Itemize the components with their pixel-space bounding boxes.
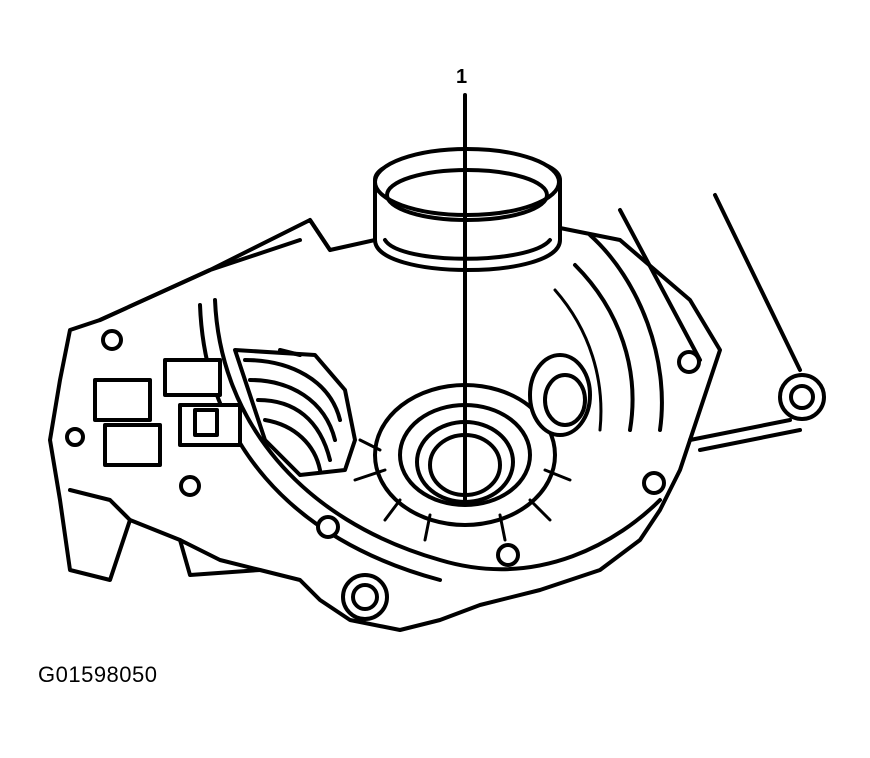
bolt-holes bbox=[65, 329, 826, 621]
mount-hole-icon bbox=[789, 384, 815, 410]
bolt-hole-icon bbox=[179, 475, 201, 497]
seal-ring bbox=[373, 147, 562, 272]
bolt-hole-icon bbox=[316, 515, 340, 539]
bolt-hole-icon bbox=[642, 471, 666, 495]
mount-hole-icon bbox=[351, 583, 379, 611]
callout-number: 1 bbox=[456, 66, 468, 88]
drive-gear bbox=[233, 348, 357, 477]
side-boss bbox=[528, 353, 592, 437]
bolt-hole-icon bbox=[496, 543, 520, 567]
bolt-hole-icon bbox=[677, 350, 701, 374]
bolt-hole-icon bbox=[65, 427, 85, 447]
bolt-hole-icon bbox=[101, 329, 123, 351]
inner-flange bbox=[198, 233, 664, 582]
figure-id-label: G01598050 bbox=[38, 662, 158, 687]
pocket-ribs bbox=[68, 358, 262, 577]
